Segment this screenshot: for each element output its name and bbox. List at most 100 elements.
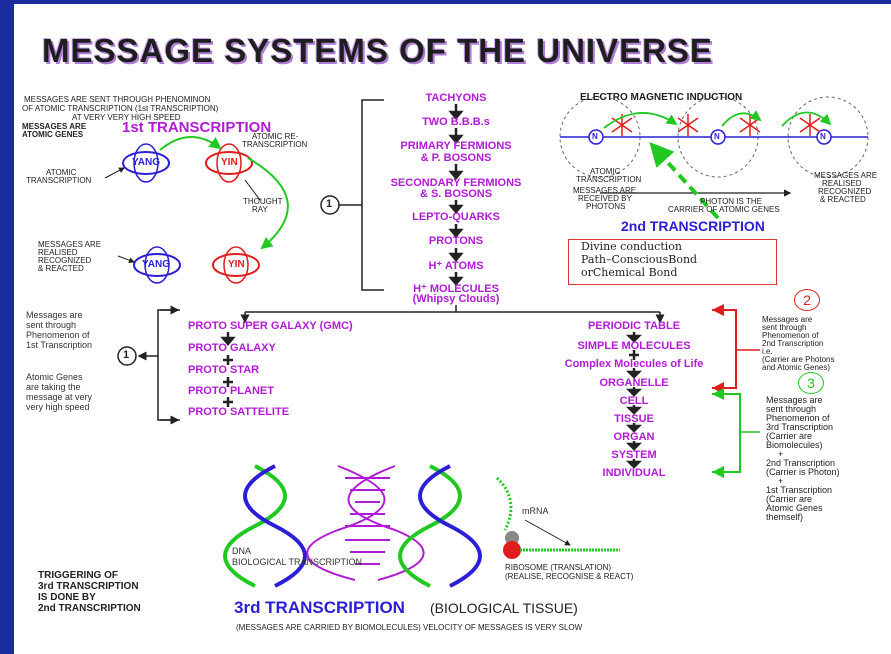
yin-label-bottom: YIN	[228, 259, 245, 270]
em-n-3: N	[820, 132, 826, 141]
ribosome-label-2: (REALISE, RECOGNISE & REACT)	[505, 572, 634, 581]
left-note2-line-3: message at very	[26, 392, 93, 402]
right-note3-line-5: (Carrier are	[766, 431, 813, 441]
em-realised-label-2: REALISED	[822, 179, 862, 188]
right-note2-line-1: Messages are	[762, 315, 813, 324]
trigger-line-1: TRIGGERING OF	[38, 570, 118, 581]
left-note1-line-3: Phenomenon of	[26, 330, 90, 340]
yin-atom-bottom	[212, 246, 260, 284]
right-note3-line-7: +	[778, 449, 784, 459]
chain-protons: PROTONS	[428, 235, 484, 247]
right-note3-line-1: Messages are	[766, 395, 823, 405]
intro-line-2: OF ATOMIC TRANSCRIPTION (1st TRANSCRIPTI…	[22, 104, 219, 113]
right-note3-line-11: 1st Transcription	[766, 485, 833, 495]
right-note3-line-4: 3rd Transcription	[766, 422, 834, 432]
right-note2-line-3: Phenomenon of	[762, 331, 819, 340]
biological-transcription-label: BIOLOGICAL TRANSCRIPTION	[232, 557, 363, 567]
atomic-re-label-1: ATOMIC RE-	[252, 132, 299, 141]
yang-atom-bottom	[133, 246, 181, 284]
right-note2-line-2: sent through	[762, 323, 807, 332]
left-note1-line-2: sent through	[26, 320, 77, 330]
right-item-system: SYSTEM	[611, 449, 657, 461]
chain-p-bosons: & P. BOSONS	[420, 152, 492, 164]
chain-arrows	[448, 104, 464, 286]
em-heading: ELECTRO MAGNETIC INDUCTION	[580, 92, 743, 103]
em-green-arcs	[603, 110, 832, 129]
em-received-label-2: RECEIVED BY	[578, 194, 632, 203]
chain-h-molecules: H⁺ MOLECULES	[413, 283, 499, 295]
green-arc-thought-ray	[247, 157, 289, 250]
dna-label: DNA	[232, 546, 252, 556]
ribosome-icon	[503, 531, 521, 559]
mrna-label: mRNA	[522, 506, 549, 516]
page-title: MESSAGE SYSTEMS OF THE UNIVERSE	[42, 32, 713, 69]
right-note3-line-6: Biomolecules)	[766, 440, 823, 450]
atomic-transcription-label-2: TRANSCRIPTION	[26, 176, 92, 185]
third-transcription-heading: 3rd TRANSCRIPTION	[234, 598, 405, 617]
left-branch-arrows	[220, 332, 236, 407]
mrna-arrow	[524, 519, 571, 546]
em-green-dashed	[649, 142, 720, 220]
chain-whipsy-clouds: (Whipsy Clouds)	[412, 293, 500, 305]
left-note2-line-1: Atomic Genes	[26, 372, 83, 382]
right-note3-line-12: (Carrier are	[766, 494, 813, 504]
right-note3-line-10: +	[778, 476, 784, 486]
em-realised-label-1: MESSAGES ARE	[814, 171, 878, 180]
left-item-sattelite: PROTO SATTELITE	[188, 406, 290, 418]
marker-2: 2	[794, 289, 820, 311]
chain-lepto-quarks: LEPTO-QUARKS	[412, 211, 500, 223]
left-item-planet: PROTO PLANET	[188, 385, 274, 397]
top-border	[0, 0, 891, 4]
trigger-line-4: 2nd TRANSCRIPTION	[38, 603, 141, 614]
rna-helix-pink	[306, 465, 425, 581]
right-note3-line-14: themself)	[766, 512, 804, 522]
right-item-complex-molecules: Complex Molecules of Life	[564, 358, 704, 370]
yang-label-bottom: YANG	[142, 259, 170, 270]
em-received-label-1: MESSAGES ARE	[573, 186, 637, 195]
right-branch-arrows	[625, 332, 643, 469]
dna-helix-1	[223, 464, 307, 588]
left-border	[0, 0, 14, 654]
em-received-label-3: PHOTONS	[586, 202, 626, 211]
right-note3-line-2: sent through	[766, 404, 817, 414]
right-note3-line-8: 2nd Transcription	[766, 458, 836, 468]
right-note2-line-5: i.e.	[762, 347, 773, 356]
messages-are-label: MESSAGES ARE	[22, 122, 87, 131]
atomic-re-label-2: TRANSCRIPTION	[242, 140, 308, 149]
trigger-line-2: 3rd TRANSCRIPTION	[38, 581, 139, 592]
yin-label-top: YIN	[221, 157, 238, 168]
em-realised-label-4: & REACTED	[820, 195, 866, 204]
chain-bracket	[361, 99, 384, 291]
realised-label-4: & REACTED	[38, 264, 84, 273]
em-red-sparks	[611, 114, 821, 136]
thought-label-2: RAY	[252, 205, 268, 214]
right-note2-line-6: (Carrier are Photons	[762, 355, 835, 364]
right-item-tissue: TISSUE	[614, 413, 654, 425]
em-n-2: N	[714, 132, 720, 141]
ribosome-label-1: RIBOSOME (TRANSLATION)	[505, 563, 612, 572]
yang-label-top: YANG	[132, 157, 160, 168]
chain-s-bosons: & S. BOSONS	[419, 188, 493, 200]
realised-arrow	[117, 255, 135, 264]
thought-label-1: THOUGHT	[243, 197, 283, 206]
yang-atom-top	[122, 143, 170, 183]
marker-3: 3	[798, 372, 824, 394]
right-item-cell: CELL	[619, 395, 649, 407]
right-note3-line-3: Phenomenon of	[766, 413, 830, 423]
em-atomic-label-2: TRANSCRIPTION	[576, 175, 642, 184]
realised-label-2: REALISED	[38, 248, 78, 257]
atomic-transcription-label-1: ATOMIC	[46, 168, 77, 177]
yin-atom-top	[205, 143, 253, 183]
left-note1-line-1: Messages are	[26, 310, 83, 320]
chain-tachyons: TACHYONS	[425, 92, 487, 104]
footer-note: (MESSAGES ARE CARRIED BY BIOMOLECULES) V…	[236, 623, 583, 632]
marker-1-left: 1	[123, 349, 130, 361]
intro-line-3: AT VERY VERY HIGH SPEED	[72, 113, 181, 122]
right-item-simple-molecules: SIMPLE MOLECULES	[577, 340, 691, 352]
first-transcription-heading: 1st TRANSCRIPTION	[122, 119, 272, 136]
em-n-nodes	[588, 129, 832, 145]
right-note2-line-4: 2nd Transcription	[762, 339, 824, 348]
third-transcription-sub: (BIOLOGICAL TISSUE)	[430, 600, 578, 616]
